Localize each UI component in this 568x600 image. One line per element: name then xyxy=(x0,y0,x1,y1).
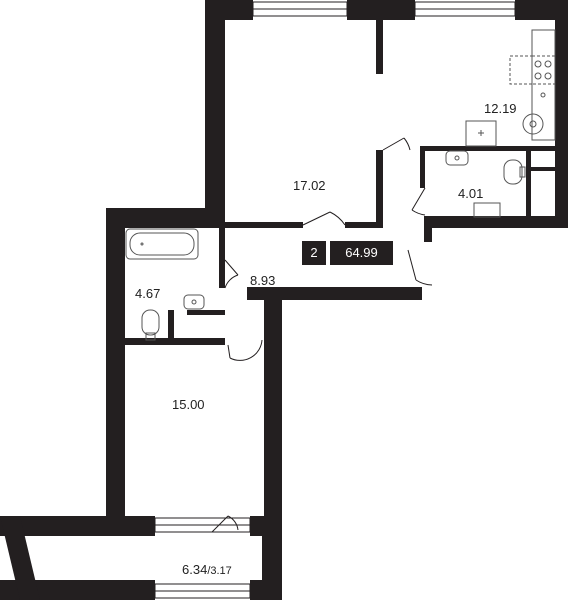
toilet-right xyxy=(503,159,523,185)
room-area-hallway: 8.93 xyxy=(250,273,276,288)
rooms-count-badge: 2 xyxy=(302,241,326,265)
room-area-bathroom-left: 4.67 xyxy=(135,286,161,301)
stove xyxy=(531,55,556,85)
fridge xyxy=(465,120,497,147)
interior-walls xyxy=(125,20,555,345)
windows xyxy=(154,1,516,599)
doors xyxy=(211,137,433,533)
kitchen-sink xyxy=(522,113,544,135)
fixtures xyxy=(125,29,556,341)
room-area-bedroom: 17.02 xyxy=(293,178,326,193)
toilet-left xyxy=(141,309,160,336)
balcony-area: 6.34/3.17 xyxy=(182,562,232,577)
shower-tray xyxy=(473,202,501,218)
total-area-badge: 64.99 xyxy=(330,241,393,265)
bathtub xyxy=(125,228,199,260)
sink-left xyxy=(183,294,205,310)
balcony-area-reduced: /3.17 xyxy=(207,565,232,577)
room-area-bathroom-right: 4.01 xyxy=(458,186,484,201)
room-area-living-room: 15.00 xyxy=(172,397,205,412)
room-area-kitchen: 12.19 xyxy=(484,101,517,116)
balcony-area-full: 6.34 xyxy=(182,562,208,577)
sink-right xyxy=(445,150,469,166)
kitchen-counter xyxy=(531,29,556,141)
